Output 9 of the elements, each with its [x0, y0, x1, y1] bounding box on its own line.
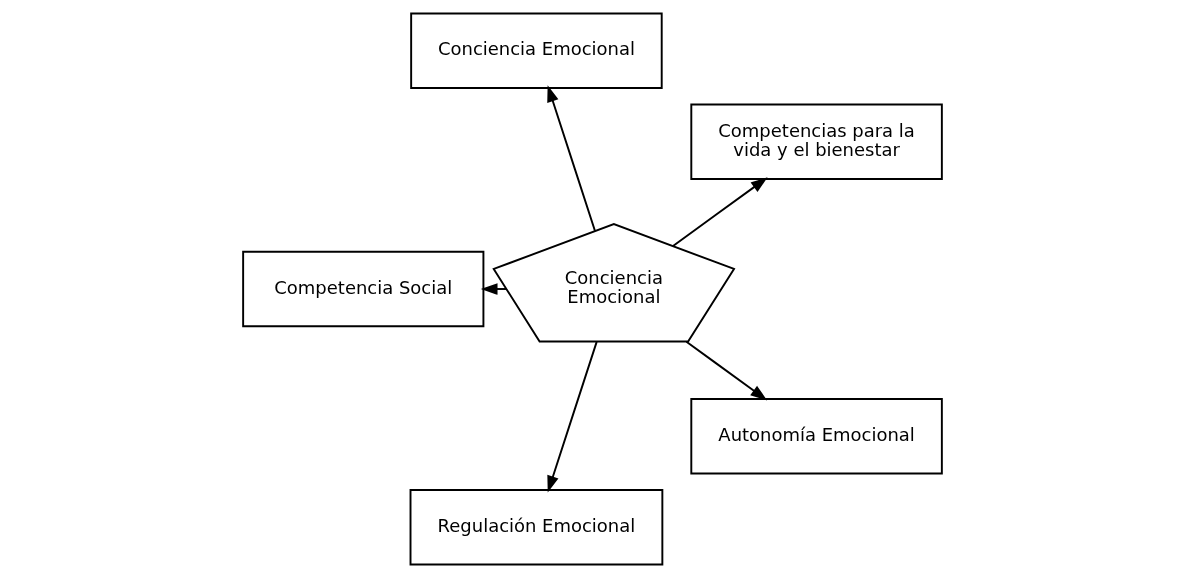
arrow — [546, 85, 596, 232]
arrow — [546, 340, 598, 493]
node-box: Conciencia Emocional — [409, 12, 663, 89]
arrow — [685, 340, 767, 401]
node-box: Regulación Emocional — [409, 489, 663, 566]
node-box: Competencias para la vida y el bienestar — [689, 103, 943, 180]
node-box: Autonomía Emocional — [689, 398, 943, 475]
node-box: Competencia Social — [241, 250, 484, 328]
arrow — [671, 177, 768, 247]
